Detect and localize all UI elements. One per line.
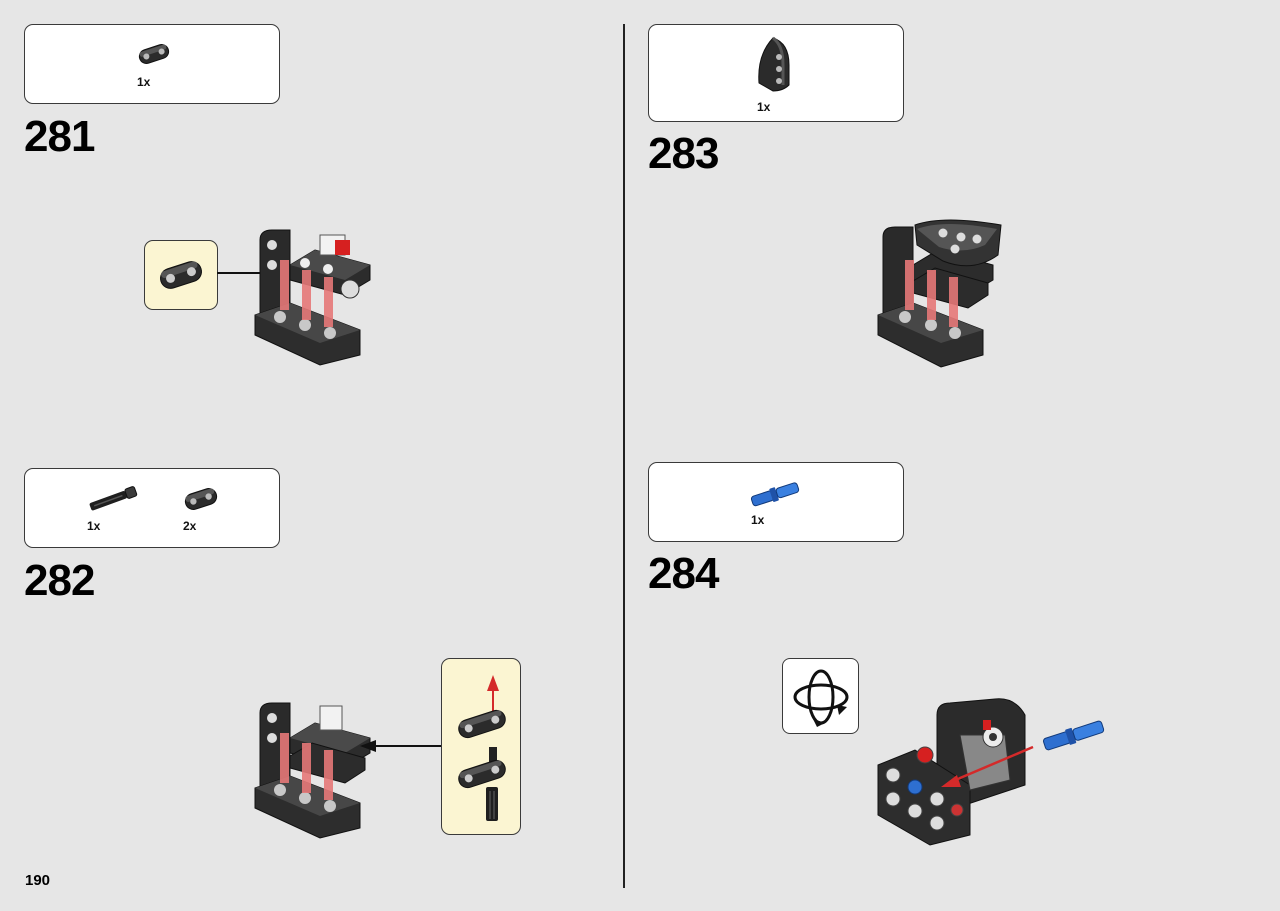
page-divider <box>623 24 625 888</box>
parts-list-step-282: 1x 2x <box>24 468 280 548</box>
triangle-panel-icon <box>758 36 790 92</box>
part-quantity: 1x <box>757 100 771 114</box>
sub-assembly-beams-axle <box>458 675 506 821</box>
model-assembly-281 <box>254 229 371 366</box>
step-number-282: 282 <box>24 556 95 605</box>
placement-arrow <box>360 740 442 752</box>
step-number-281: 281 <box>24 112 95 161</box>
part-quantity: 1x <box>87 519 101 533</box>
rotate-model-indicator <box>782 658 859 734</box>
model-assembly-283 <box>877 219 1002 368</box>
axle-icon <box>89 486 138 511</box>
parts-list-step-284: 1x <box>648 462 904 542</box>
rotate-icon <box>793 669 849 727</box>
sub-assembly-callout <box>441 658 521 835</box>
model-assembly-284 <box>877 698 1105 846</box>
model-assembly-282 <box>254 702 371 839</box>
step-number-283: 283 <box>648 129 719 178</box>
page-number: 190 <box>25 872 51 889</box>
beam-2-icon <box>160 261 202 289</box>
beam-2-icon <box>138 44 170 64</box>
parts-list-step-283: 1x <box>648 24 904 122</box>
part-quantity: 1x <box>751 513 765 527</box>
beam-2-icon <box>184 488 218 510</box>
sub-assembly-callout <box>144 240 218 310</box>
part-quantity: 1x <box>137 75 151 89</box>
parts-list-step-281: 1x <box>24 24 280 104</box>
blue-pin-icon <box>750 482 800 507</box>
step-number-284: 284 <box>648 549 719 598</box>
part-quantity: 2x <box>183 519 197 533</box>
